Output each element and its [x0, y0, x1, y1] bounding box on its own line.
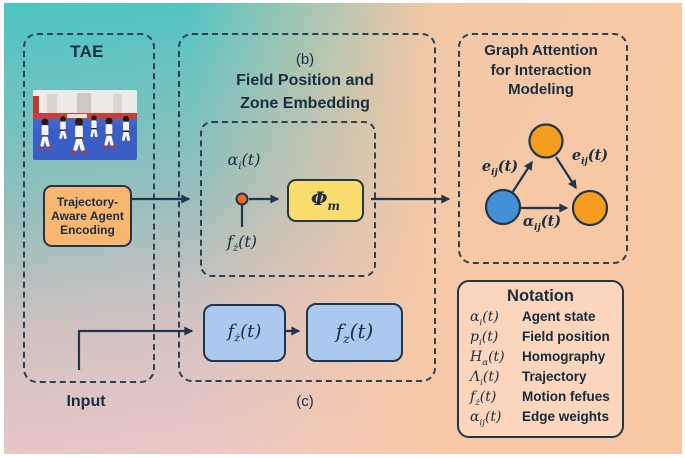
- phi-m-box: Φm: [287, 179, 364, 222]
- tae-section-box: [23, 33, 155, 383]
- f-z-box-label: fz(t): [335, 319, 374, 346]
- notation-row: fż(t) Motion fefues: [470, 389, 610, 408]
- tae-section-title: TAE: [70, 42, 104, 61]
- f-z-box: fz(t): [306, 303, 403, 362]
- agent-state-label: αi(t): [227, 150, 261, 173]
- notation-row: Λi(t) Trajectory: [470, 369, 587, 388]
- notation-row: αi(t) Agent state: [470, 309, 596, 328]
- f-zdot-box-label: fż(t): [227, 321, 262, 345]
- trajectory-encoder-box: Trajectory- Aware Agent Encoding: [43, 185, 132, 247]
- notation-row: pi(t) Field position: [470, 329, 610, 348]
- training-photo-image: [33, 90, 137, 160]
- graph-attention-title: Graph Attention for Interaction Modeling: [484, 42, 598, 98]
- panel-b-tag: (b): [295, 51, 315, 68]
- field-zone-section-box: [178, 33, 436, 382]
- notation-title: Notation: [507, 287, 574, 305]
- notation-row: αij(t) Edge weights: [470, 409, 610, 428]
- f-zdot-box: fż(t): [203, 304, 286, 362]
- martial-arts-photo: [33, 90, 137, 160]
- trajectory-encoder-label: Trajectory- Aware Agent Encoding: [51, 195, 124, 237]
- input-label: Input: [66, 393, 106, 410]
- motion-feature-label: fż(t): [226, 232, 258, 255]
- notation-box: Notation αi(t) Agent state pi(t) Field p…: [457, 280, 624, 438]
- graph-attention-section-box: [458, 33, 628, 264]
- edge-weight-label-right: eij(t): [571, 147, 609, 167]
- attention-weight-label: αij(t): [522, 213, 562, 233]
- edge-weight-label-left: eij(t): [481, 158, 519, 178]
- notation-rows: αi(t) Agent state pi(t) Field position H…: [459, 309, 622, 429]
- panel-c-tag: (c): [296, 393, 314, 410]
- field-zone-title: Field Position and Zone Embedding: [236, 72, 374, 112]
- notation-row: Hα(t) Homography: [470, 349, 606, 368]
- phi-m-label: Φm: [310, 188, 340, 213]
